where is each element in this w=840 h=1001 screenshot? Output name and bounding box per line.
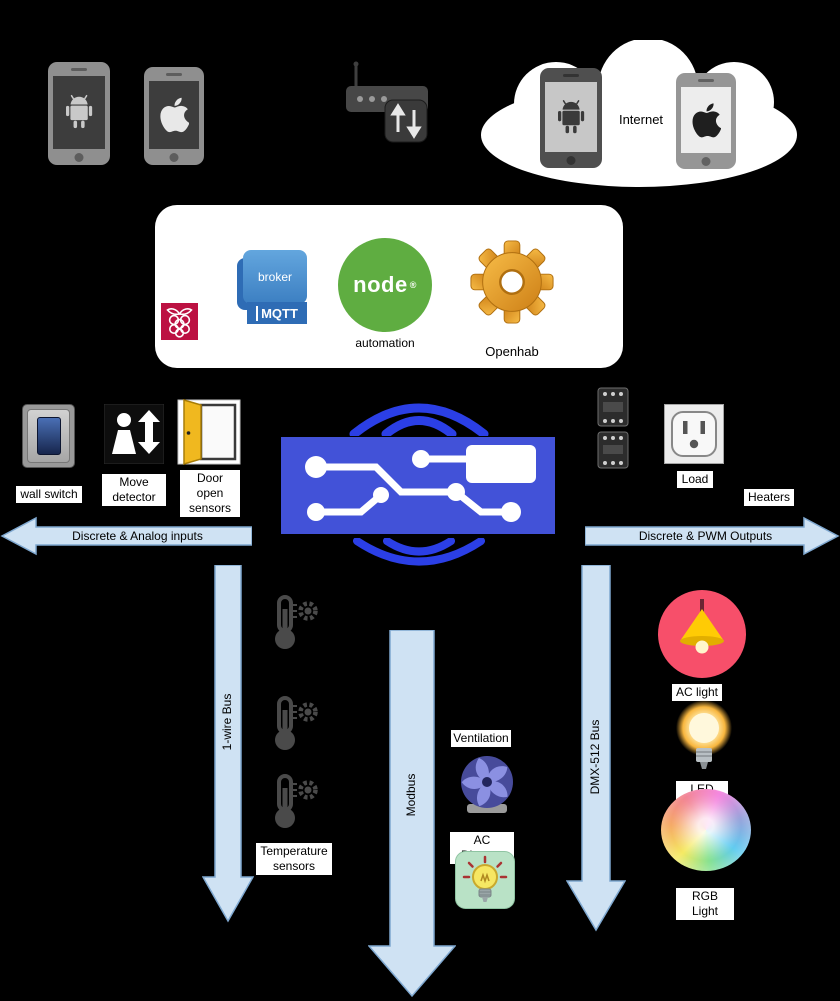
android-phone: [48, 62, 110, 165]
router-switch-icon: [346, 61, 428, 143]
temperature-sensors-label: Temperature sensors: [256, 843, 332, 875]
phone-screen: [545, 82, 597, 152]
heaters-label: Heaters: [744, 489, 794, 506]
dmx-bus-arrow: [566, 565, 626, 932]
ventilation-label: Ventilation: [451, 730, 511, 747]
phone-screen: [149, 81, 199, 149]
inputs-arrow: [0, 516, 252, 556]
wifi-waves-top-icon: [349, 403, 489, 436]
phone-screen: [53, 76, 105, 149]
openhab-label: Openhab: [485, 344, 539, 359]
door-sensor-icon: [177, 399, 241, 465]
pcb-board: [281, 437, 555, 534]
load-label: Load: [677, 471, 713, 488]
move-detector-icon: [104, 404, 164, 464]
wall-switch-icon: [22, 404, 75, 468]
outputs-arrow: [585, 516, 840, 556]
mqtt-label: MQTT: [256, 305, 298, 321]
led-bulb-icon: [676, 700, 732, 769]
openhab-gear-icon: [470, 240, 554, 324]
internet-cloud: Internet: [478, 40, 800, 190]
one-wire-bus-arrow: [202, 565, 254, 923]
apple-phone: [144, 67, 204, 165]
apple-phone-cloud: [676, 73, 736, 169]
rgb-light-label: RGB Light: [676, 888, 734, 920]
apple-logo-icon: [692, 101, 721, 139]
nodejs-icon: node®: [338, 238, 432, 332]
apple-logo-icon: [160, 95, 189, 134]
one-wire-bus-label: 1-wire Bus: [220, 693, 234, 751]
thermometer-icon: [275, 774, 318, 828]
registered-mark: ®: [409, 280, 417, 290]
thermometer-icon: [275, 696, 318, 750]
android-robot-icon: [556, 97, 586, 138]
modbus-arrow: [368, 630, 456, 998]
wall-switch-label: wall switch: [16, 486, 82, 503]
broker-label: broker: [257, 270, 292, 284]
node-label: node: [353, 272, 408, 297]
ac-light-label: AC light: [672, 684, 722, 701]
automation-label: automation: [355, 336, 415, 350]
rgb-light-icon: [661, 789, 751, 871]
ac-pendant-lamp-icon: [658, 590, 746, 678]
mqtt-banner: MQTT: [247, 302, 307, 324]
server-platform: broker MQTT node® automation: [155, 205, 623, 368]
raspberry-pi-logo: [161, 303, 198, 340]
wifi-waves-bottom-icon: [353, 538, 485, 566]
internet-label: Internet: [618, 112, 664, 127]
modbus-label: Modbus: [404, 773, 418, 817]
dmx-bus-label: DMX-512 Bus: [588, 719, 602, 795]
mqtt-broker-icon: broker: [243, 250, 307, 304]
android-phone-cloud: [540, 68, 602, 168]
load-socket-icon: [664, 404, 724, 464]
raspberry-icon: [166, 308, 193, 338]
ac-dimmer-bulb-icon: [455, 851, 515, 909]
switch-rocker: [36, 417, 61, 455]
inputs-arrow-label: Discrete & Analog inputs: [72, 529, 203, 543]
door-sensors-label: Door open sensors: [180, 470, 240, 517]
din-modules-icon: [597, 387, 629, 469]
ventilation-fan-icon: [460, 756, 513, 813]
outputs-arrow-label: Discrete & PWM Outputs: [638, 529, 773, 543]
android-robot-icon: [64, 91, 94, 133]
move-detector-label: Move detector: [102, 474, 166, 506]
thermometer-icon: [275, 595, 318, 649]
phone-screen: [681, 87, 731, 153]
